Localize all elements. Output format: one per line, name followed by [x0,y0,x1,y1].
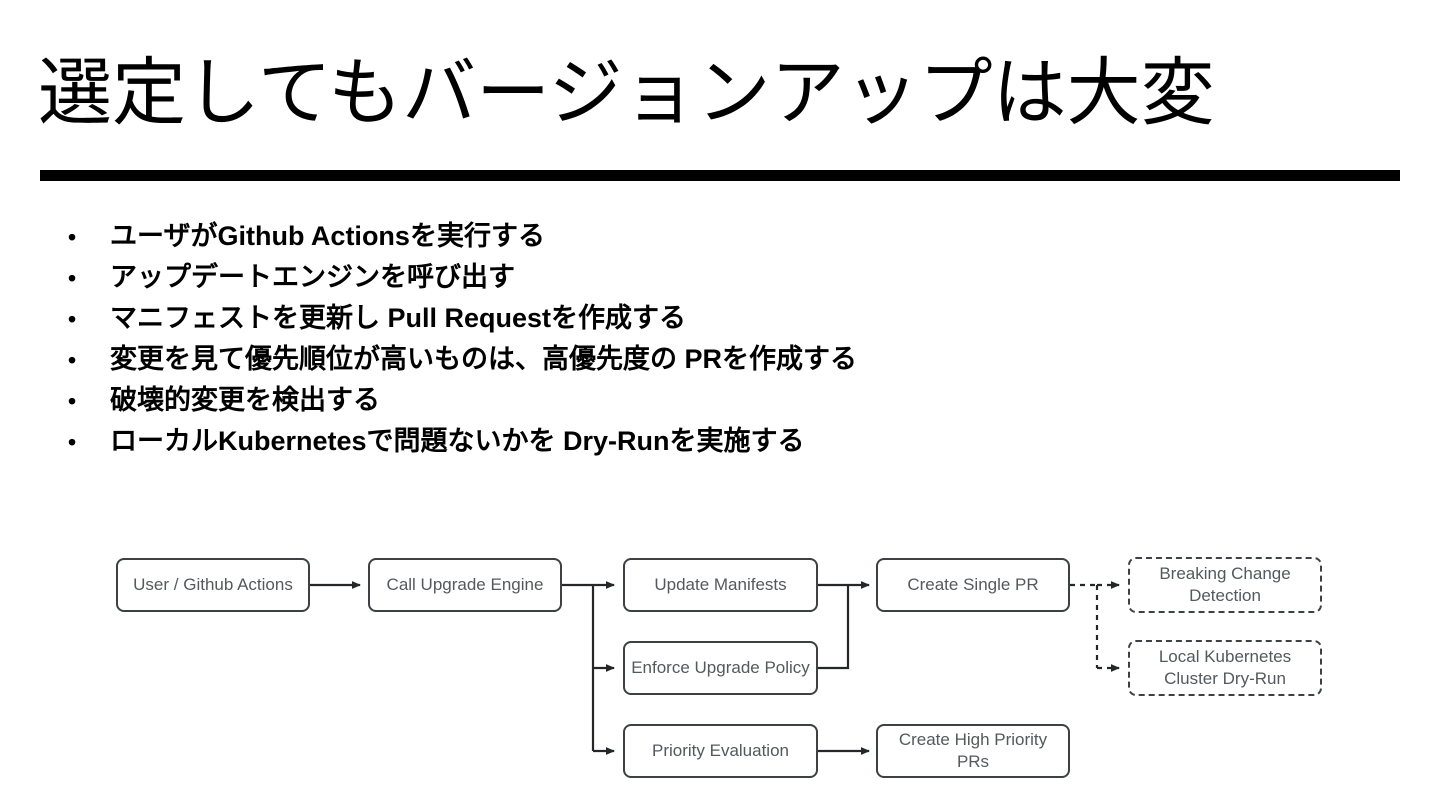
slide-title: 選定してもバージョンアップは大変 [38,51,1215,134]
bullet-list: • ユーザがGithub Actionsを実行する • アップデートエンジンを呼… [60,216,1400,462]
bullet-marker-icon: • [68,429,77,455]
node-update-manifests[interactable]: Update Manifests [623,558,818,612]
node-enforce-upgrade-policy[interactable]: Enforce Upgrade Policy [623,641,818,695]
flow-diagram-connectors [310,581,1120,755]
bullet-marker-icon: • [68,388,77,414]
list-item-label: 破壊的変更を検出する [110,385,380,415]
title-underline-rule [40,170,1400,181]
edge-policy-merge [818,585,850,670]
top-accent-bar-light-segment [0,0,297,16]
top-accent-bar-dark-segment [297,0,1440,16]
bullet-marker-icon: • [68,347,77,373]
node-call-upgrade-engine[interactable]: Call Upgrade Engine [368,558,562,612]
list-item-label: ユーザがGithub Actionsを実行する [110,221,545,251]
list-item-label: 変更を見て優先順位が高いものは、高優先度の PRを作成する [110,344,858,374]
list-item: • アップデートエンジンを呼び出す [60,257,1400,298]
list-item-label: マニフェストを更新し Pull Requestを作成する [110,303,687,333]
node-create-high-priority-prs[interactable]: Create High Priority PRs [876,724,1070,778]
node-local-kubernetes-cluster-dry-run[interactable]: Local Kubernetes Cluster Dry-Run [1128,640,1322,696]
list-item-label: アップデートエンジンを呼び出す [110,262,515,292]
bullet-marker-icon: • [68,224,77,250]
bullet-marker-icon: • [68,306,77,332]
bullet-marker-icon: • [68,265,77,291]
list-item: • 破壊的変更を検出する [60,380,1400,421]
list-item: • マニフェストを更新し Pull Requestを作成する [60,298,1400,339]
node-priority-evaluation[interactable]: Priority Evaluation [623,724,818,778]
node-user-github-actions[interactable]: User / Github Actions [116,558,310,612]
list-item-label: ローカルKubernetesで問題ないかを Dry-Runを実施する [110,426,805,456]
flow-diagram: User / Github Actions Call Upgrade Engin… [0,520,1440,810]
list-item: • ローカルKubernetesで問題ないかを Dry-Runを実施する [60,421,1400,462]
list-item: • ユーザがGithub Actionsを実行する [60,216,1400,257]
node-breaking-change-detection[interactable]: Breaking Change Detection [1128,557,1322,613]
list-item: • 変更を見て優先順位が高いものは、高優先度の PRを作成する [60,339,1400,380]
node-create-single-pr[interactable]: Create Single PR [876,558,1070,612]
top-accent-bar [0,0,1440,16]
